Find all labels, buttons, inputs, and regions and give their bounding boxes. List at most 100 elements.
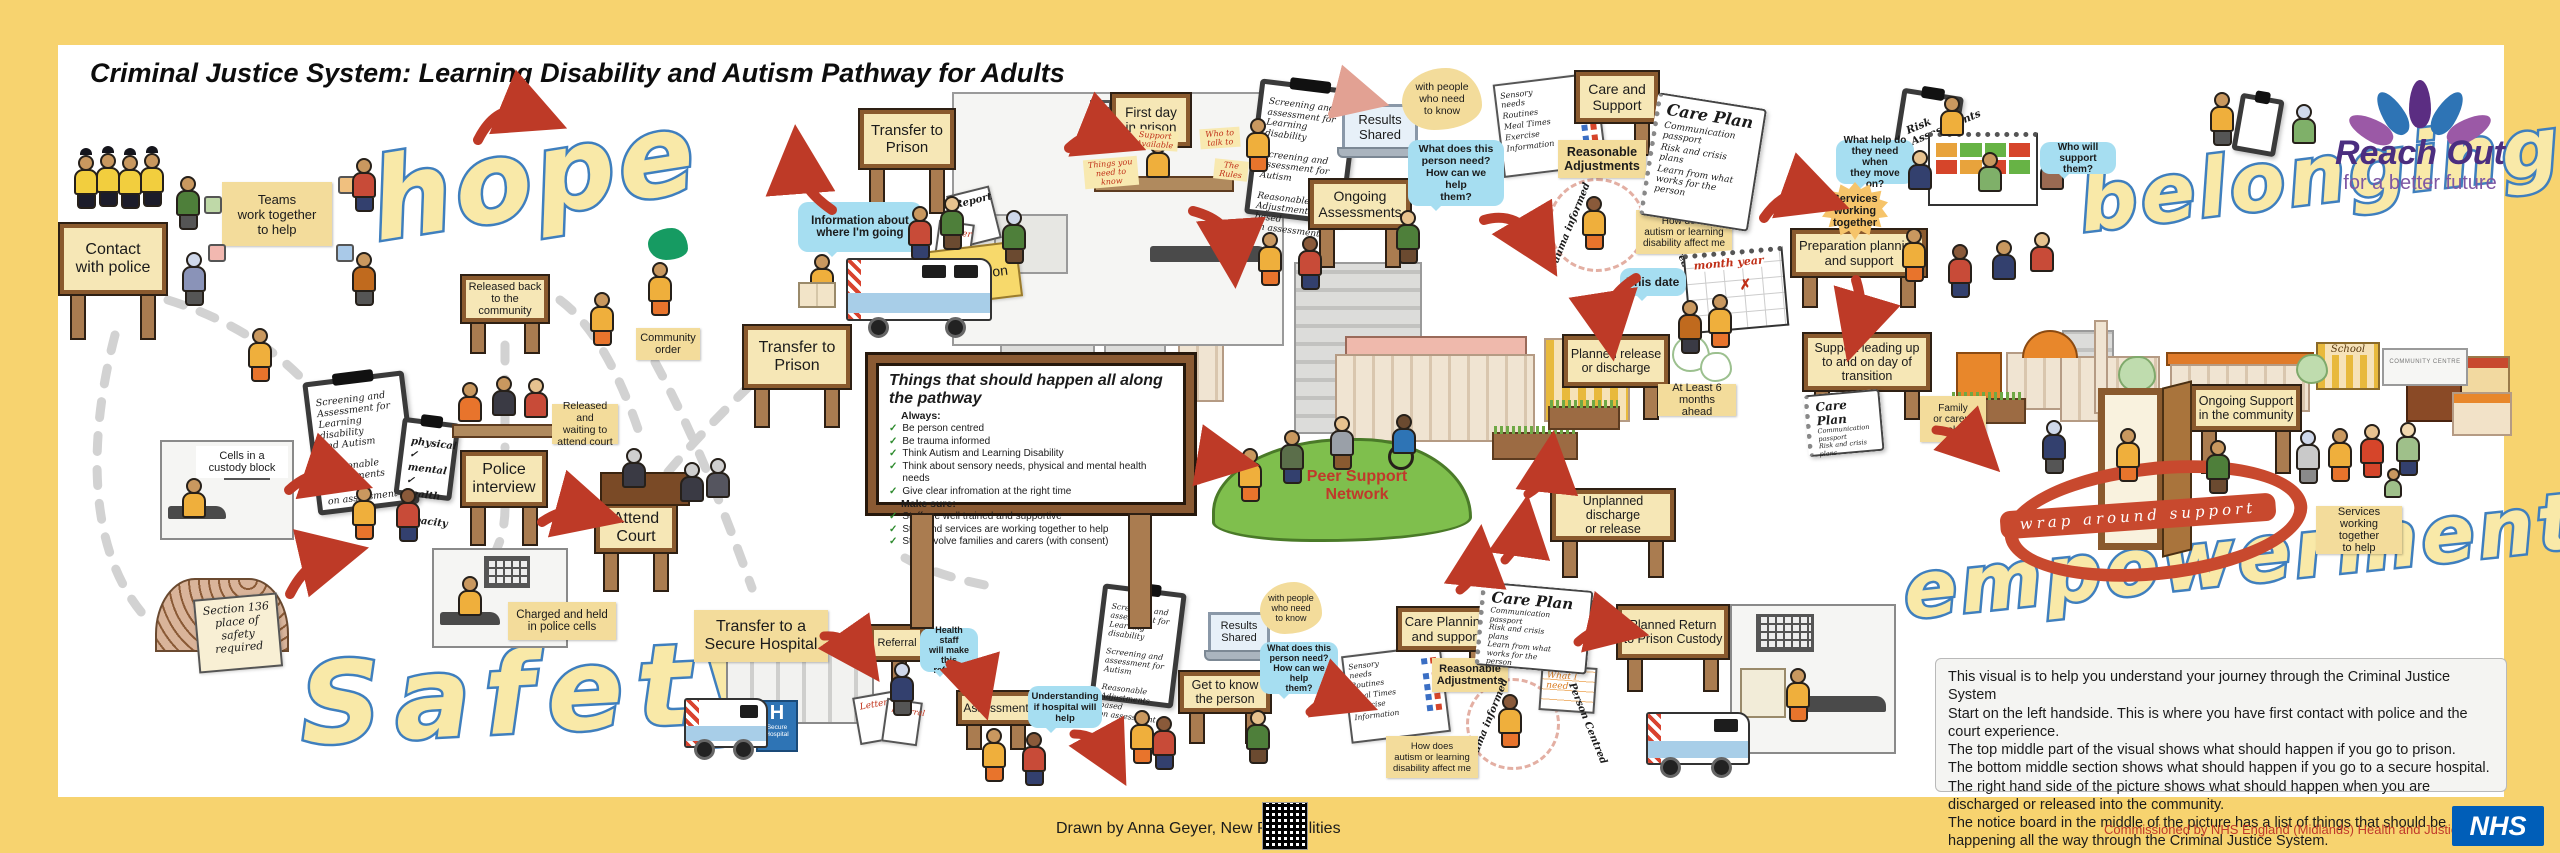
puzzle-piece-icon [336,244,354,262]
transfer-secure-hospital-label: Transfer to a Secure Hospital [694,610,828,662]
board-item: Give clear infromation at the right time [902,485,1072,497]
flow-arrow [473,69,568,145]
family-member-illustration [2396,422,2420,476]
community-order-label: Community order [636,328,700,360]
always-heading: Always: [901,410,941,422]
check-icon: ✓ [889,423,898,434]
flow-arrow [1188,206,1266,289]
transfer-to-prison-label: Transfer to Prison [871,122,943,156]
logo-tagline: for a better future [2343,172,2497,194]
person-sitting-illustration [1948,244,1972,298]
flow-arrow [1487,494,1551,565]
person-released-illustration [2328,428,2352,482]
charged-held-label: Charged and held in police cells [508,602,616,640]
flow-arrow [1568,273,1641,362]
tree-icon [2296,354,2328,384]
results-shared-laptop-2: Results Shared [1204,612,1278,661]
what-needs-bubble: What does this person need? How can we h… [1408,140,1504,211]
puzzle-piece-icon [204,196,222,214]
care-planning-label: Care Planning and support [1404,614,1488,644]
board-item: Think about sensory needs, physical and … [902,460,1147,485]
referral-sign: Referral [868,624,926,686]
results-shared-label-2: Results Shared [1208,612,1270,650]
info-line: The bottom middle section shows what sho… [1948,760,2490,777]
person-in-cell-illustration [458,576,482,616]
prison-van-illustration-2 [1646,712,1750,778]
planned-release-sign: Planned release or discharge [1562,334,1670,420]
attend-court-label: Attend Court [612,510,660,545]
released-back-sign: Released back to the community [460,274,550,354]
person-through-door-illustration [2116,428,2140,482]
tree-icon [1700,352,1732,382]
check-icon: ✓ [889,435,898,447]
board-item: Think Autism and Learning Disability [902,448,1064,459]
person-climbing-illustration [1330,416,1354,470]
assessment-label: Assessment [963,701,1029,715]
teams-work-together-label: Teams work together to help [222,182,332,246]
letter-label: Letter [859,697,889,713]
person-illustration [458,382,482,422]
police-interview-label: Police interview [472,461,536,496]
person-illustration [1940,96,1964,136]
person-referring-illustration [890,662,914,716]
person-in-cell-illustration [182,478,206,518]
child-illustration [2384,468,2402,498]
person-pointing-illustration [1396,210,1420,264]
planning-flipchart [1928,132,2038,206]
flow-arrow [939,651,1000,721]
released-back-label: Released back to the community [468,281,542,317]
person-illustration [940,196,964,250]
school-label: School [2327,344,2369,355]
support-leading-sign: Support leading up to and on day of tran… [1802,332,1932,420]
reach-out-logo: Reach Out for a better future [2330,78,2510,198]
person-walking-illustration [590,292,614,346]
information-about-bubble: Information about where I'm going [798,202,922,257]
flow-arrow [1479,198,1558,277]
person-illustration [492,376,516,416]
info-line: The right hand side of the picture shows… [1948,778,2431,813]
orange-house [2452,392,2512,436]
nhs-logo: NHS [2452,806,2544,846]
person-sitting-illustration [1130,710,1154,764]
flow-arrow [1759,152,1850,223]
barrister-illustration [680,462,704,502]
info-line: The notice board in the middle of the pi… [1948,815,2447,850]
board-item: Be trauma informed [902,435,991,447]
flow-arrow [817,612,880,683]
person-illustration [182,252,206,306]
person-walking-illustration [2206,440,2230,494]
understanding-bubble: Understanding if hospital will help [1028,686,1102,733]
police-interview-sign: Police interview [460,450,548,546]
flow-arrow [1515,430,1579,499]
judge-illustration [622,448,646,488]
info-line: Start on the left handside. This is wher… [1948,705,2468,740]
board-item: Staff involve families and carers (with … [902,536,1109,547]
person-illustration [1002,210,1026,264]
puzzle-piece-icon [208,244,226,262]
six-months-label: At Least 6 months ahead [1658,382,1736,418]
check-icon: ✓ [889,536,898,547]
person-illustration [1978,152,2002,192]
flow-arrow [537,469,625,538]
check-icon: ✓ [889,485,898,497]
flow-arrow [765,124,837,215]
logo-name: Reach Out [2334,134,2506,172]
info-line: The top middle part of the visual shows … [1948,742,2456,759]
get-to-know-label: Get to know the person [1191,678,1259,706]
who-support-bubble: Who will support them? [2040,142,2116,179]
support-leading-label: Support leading up to and on day of tran… [1814,341,1920,383]
reasonable-adjustments-label: Reasonable Adjustments [1558,140,1646,178]
what-help-bubble: What help do they need when they move on… [1836,135,1914,190]
tree-icon [2118,356,2156,392]
care-and-support-sign: Care and Support [1574,70,1660,156]
make-sure-heading: Make sure: [901,498,956,510]
person-in-cell-illustration [1786,668,1810,722]
person-sitting-illustration [1022,732,1046,786]
police-cell-illustration [432,548,568,648]
flow-arrow [1443,523,1507,595]
person-illustration [352,158,376,212]
transfer-to-prison-label-2: Transfer to Prison [758,339,836,374]
check-icon: ✓ [889,511,898,522]
checklist-item: Sensory needs [1499,87,1534,110]
